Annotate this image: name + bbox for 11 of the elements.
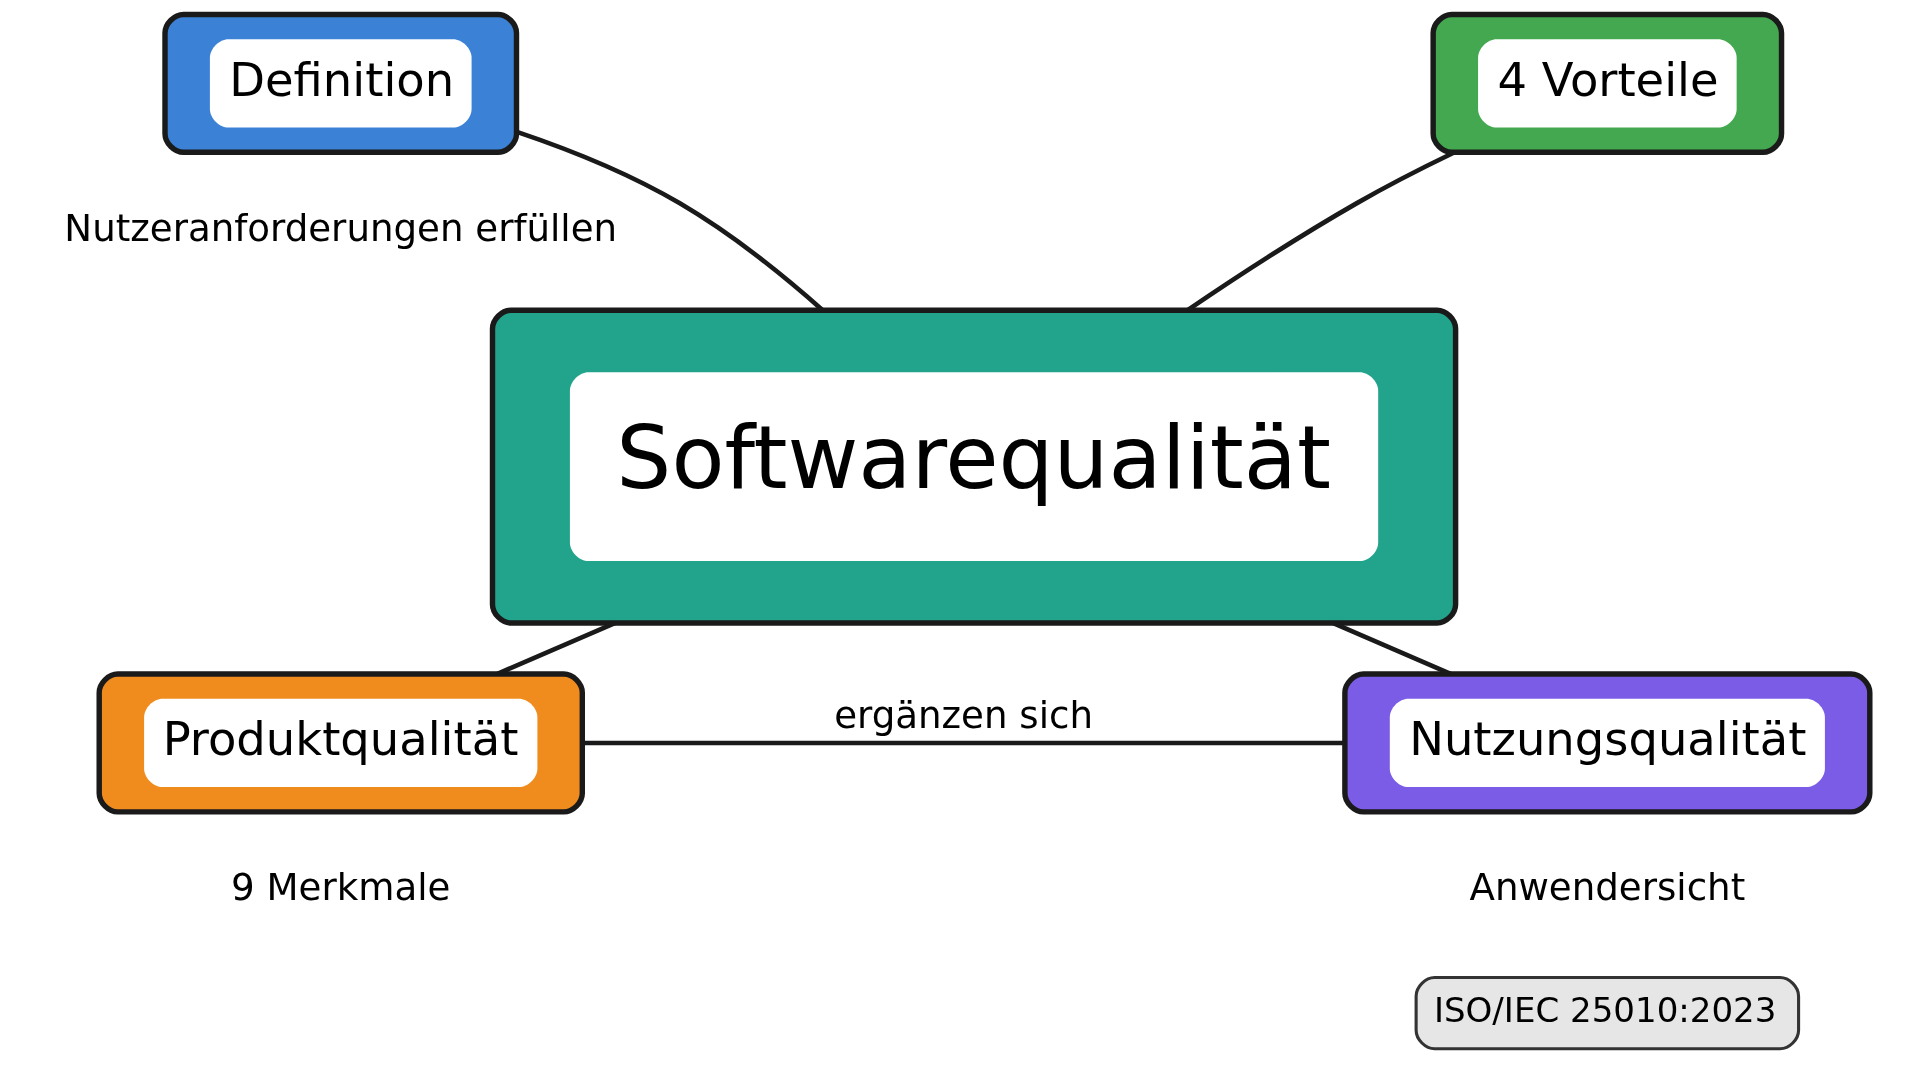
node-box: Definition bbox=[161, 11, 519, 155]
connector bbox=[582, 740, 1344, 746]
node-box: Softwarequalität bbox=[489, 307, 1458, 626]
node-label: 9 Merkmale bbox=[230, 866, 450, 910]
label: ISO/IEC 25010:2023 bbox=[1433, 989, 1776, 1030]
node-label: Nutzeranforderungen erfüllen bbox=[63, 206, 617, 250]
node-label: Anwendersicht bbox=[1468, 866, 1745, 910]
node-box: Nutzungsqualität bbox=[1341, 671, 1872, 815]
edge-label: ergänzen sich bbox=[833, 693, 1093, 737]
node-box: Produktqualität bbox=[96, 671, 585, 815]
node-box: 4 Vorteile bbox=[1429, 11, 1784, 155]
